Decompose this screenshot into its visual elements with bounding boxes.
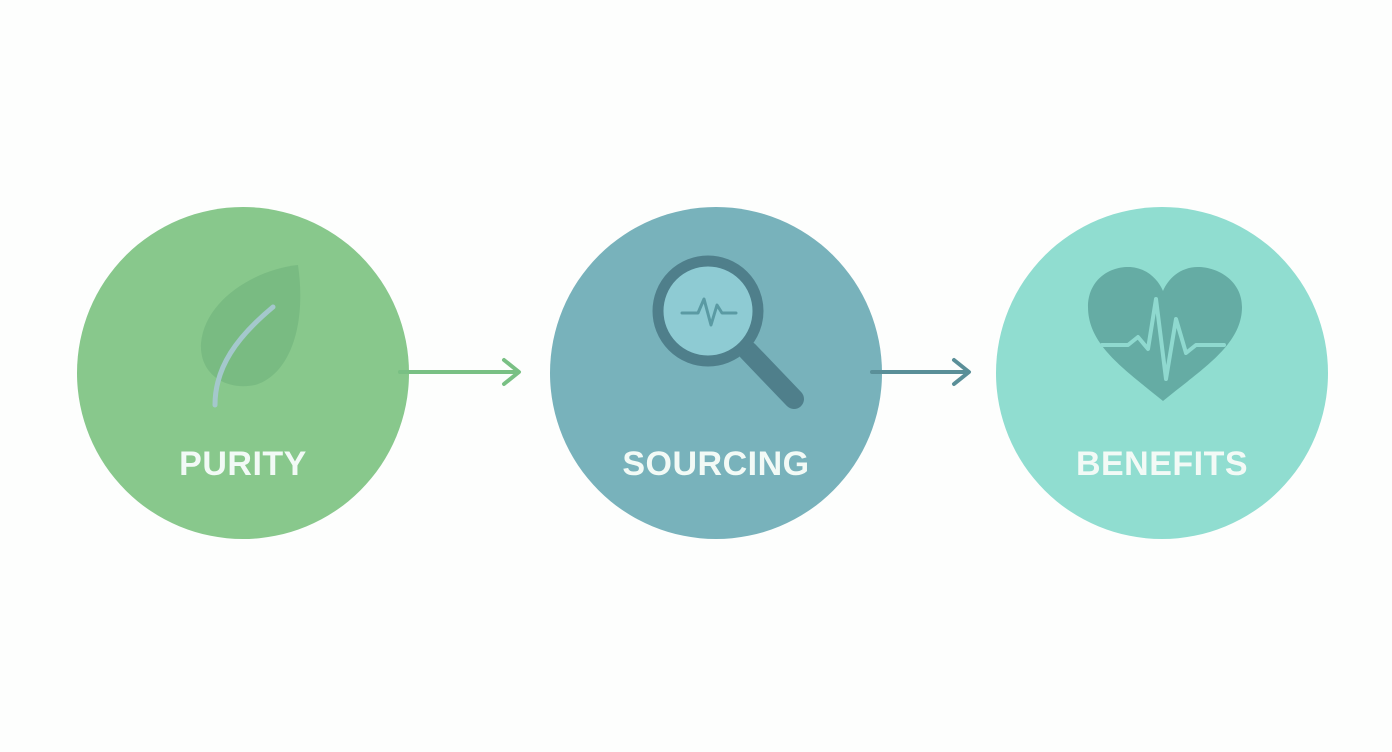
arrow-sourcing-to-benefits: [870, 358, 971, 386]
step-sourcing: SOURCING: [550, 207, 882, 539]
sourcing-circle-bg: [550, 207, 882, 539]
step-purity: PURITY: [77, 207, 409, 539]
step-benefits: BENEFITS: [996, 207, 1328, 539]
leaf-icon: [200, 265, 301, 408]
benefits-circle: [996, 207, 1328, 539]
step-label-benefits: BENEFITS: [1075, 445, 1249, 483]
heart-heartbeat-icon: [1088, 267, 1242, 401]
step-label-purity: PURITY: [179, 445, 307, 483]
sourcing-circle: [550, 207, 882, 539]
magnifier-pulse-icon: [652, 255, 804, 409]
step-label-sourcing: SOURCING: [622, 445, 810, 483]
arrow-purity-to-sourcing: [398, 358, 521, 386]
purity-circle: [77, 207, 409, 539]
